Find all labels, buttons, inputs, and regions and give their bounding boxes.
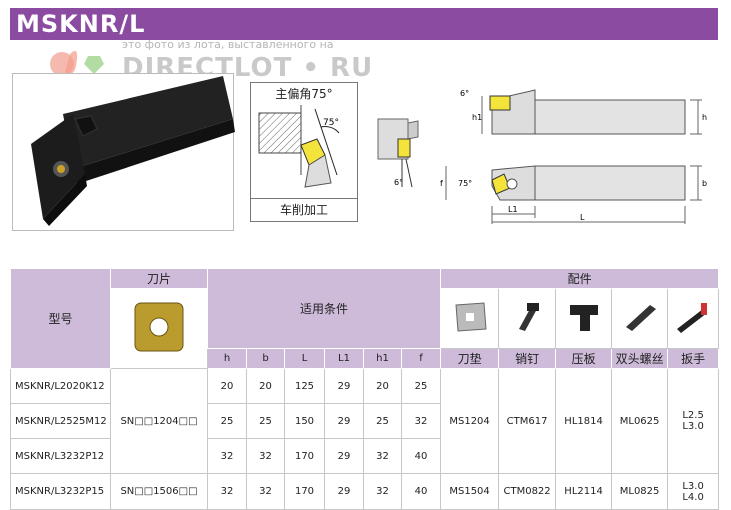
cond-L: L [284, 348, 325, 369]
cell-L: 170 [284, 473, 325, 510]
row-model: MSKNR/L2525M12 [10, 403, 111, 439]
cell-h1: 20 [363, 368, 402, 404]
clamp-icon [555, 288, 613, 349]
wrench-group-2: L3.0 L4.0 [667, 473, 720, 510]
header-insert: 刀片 [110, 268, 208, 289]
cell-f: 25 [400, 368, 442, 404]
cell-f: 32 [400, 403, 442, 439]
cell-h1: 25 [363, 403, 402, 439]
clamp-group-2: HL2114 [555, 473, 613, 510]
part-screw-label: 双头螺丝 [611, 348, 669, 369]
cell-L1: 29 [324, 473, 364, 510]
cond-L1: L1 [324, 348, 364, 369]
cond-b: b [246, 348, 285, 369]
dim-h: h [702, 113, 707, 122]
cell-h: 25 [207, 403, 247, 439]
shim-icon [440, 288, 500, 349]
insert-group-2: SN□□1506□□ [110, 473, 208, 510]
cell-h: 32 [207, 473, 247, 510]
cell-h: 32 [207, 438, 247, 474]
wrench-icon [667, 288, 720, 349]
title-bar [10, 8, 718, 40]
cell-L: 170 [284, 438, 325, 474]
row-model: MSKNR/L3232P12 [10, 438, 111, 474]
cond-h: h [207, 348, 247, 369]
cell-h1: 32 [363, 438, 402, 474]
cond-f: f [400, 348, 442, 369]
cell-L1: 29 [324, 438, 364, 474]
angle-box-footer: 车削加工 [251, 198, 357, 218]
dim-L1: L1 [508, 205, 518, 214]
cell-L1: 29 [324, 403, 364, 439]
angle-label: 75° [323, 118, 339, 128]
header-conditions: 适用条件 [206, 268, 442, 349]
spec-table: 型号 刀片 适用条件 配件 h b L L1 h1 f 刀垫 销钉 压板 双头螺… [10, 268, 720, 510]
insert-image [110, 288, 208, 369]
watermark-text: это фото из лота, выставленного на [122, 38, 334, 51]
header-parts: 配件 [440, 268, 720, 289]
pin-group-1: CTM617 [498, 368, 557, 474]
cell-L: 125 [284, 368, 325, 404]
wrench-group-1: L2.5 L3.0 [667, 368, 720, 474]
cell-f: 40 [400, 438, 442, 474]
cell-b: 32 [246, 473, 285, 510]
row-model: MSKNR/L2020K12 [10, 368, 111, 404]
clamp-group-1: HL1814 [555, 368, 613, 474]
cell-h1: 32 [363, 473, 402, 510]
pin-group-2: CTM0822 [498, 473, 557, 510]
cell-L: 150 [284, 403, 325, 439]
shim-group-1: MS1204 [440, 368, 500, 474]
part-clamp-label: 压板 [555, 348, 613, 369]
directlot-logo [50, 50, 104, 76]
dim-L: L [580, 213, 585, 222]
header-model: 型号 [10, 268, 111, 369]
part-pin-label: 销钉 [498, 348, 557, 369]
cell-b: 25 [246, 403, 285, 439]
shim-group-2: MS1504 [440, 473, 500, 510]
dim-angle-bottom: 75° [458, 179, 472, 188]
angle-box-title: 主偏角75° [275, 87, 333, 101]
insert-side-diagram: 6° [377, 118, 419, 188]
cell-b: 32 [246, 438, 285, 474]
row-model: MSKNR/L3232P15 [10, 473, 111, 510]
dim-f: f [440, 179, 443, 188]
cell-L1: 29 [324, 368, 364, 404]
dim-b: b [702, 179, 707, 188]
cell-f: 40 [400, 473, 442, 510]
small-angle-label: 6° [394, 178, 403, 187]
page-title: MSKNR/L [16, 10, 146, 38]
dimension-drawing: h h1 6° b f 75° L1 L [440, 89, 707, 224]
cell-h: 20 [207, 368, 247, 404]
screw-group-2: ML0825 [611, 473, 669, 510]
dim-h1: h1 [472, 113, 482, 122]
cond-h1: h1 [363, 348, 402, 369]
pin-icon [498, 288, 557, 349]
screw-group-1: ML0625 [611, 368, 669, 474]
tool-photo [12, 73, 235, 231]
part-wrench-label: 扳手 [667, 348, 720, 369]
part-shim-label: 刀垫 [440, 348, 500, 369]
cutting-angle-box: 主偏角75° 75° 车削加工 [250, 82, 358, 222]
dim-angle-top: 6° [460, 89, 469, 98]
insert-group-1: SN□□1204□□ [110, 368, 208, 474]
screw-icon [611, 288, 669, 349]
cell-b: 20 [246, 368, 285, 404]
